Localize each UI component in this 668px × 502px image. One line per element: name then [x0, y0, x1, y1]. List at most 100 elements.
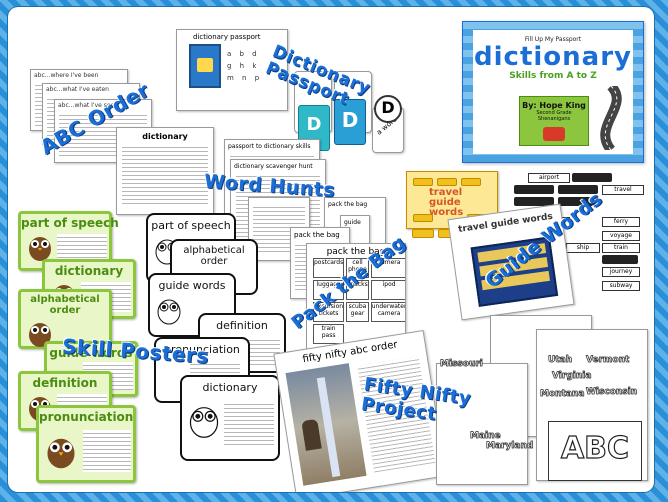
state-name: Utah: [548, 355, 573, 366]
pack-word: snacks: [346, 280, 369, 300]
word-pill: [413, 214, 433, 222]
fifty-nifty-state-sheets: Missouri Utah Vermont Virginia Wisconsin…: [436, 313, 648, 487]
poster-title: dictionary: [54, 264, 124, 278]
guide-word-card: train: [602, 243, 640, 253]
bw-poster-6: dictionary: [180, 375, 280, 461]
pack-word: train pass: [313, 324, 345, 344]
poster-title: alphabetical order: [30, 294, 100, 316]
passport-booklet-image: [189, 44, 221, 88]
word-pill: [437, 178, 457, 186]
collage-canvas: abc...where I've been abc...what I've ea…: [8, 7, 654, 492]
passport-stamp: D: [341, 108, 359, 132]
poster-text: [224, 401, 274, 445]
dark-card: [514, 185, 554, 194]
state-name: Missouri: [440, 359, 484, 370]
road-illustration: [600, 86, 622, 150]
passport-emblem: [197, 58, 213, 72]
dark-card: [558, 197, 598, 206]
cover-author-sub: Second Grade Shenanigans: [536, 110, 572, 122]
car-illustration: [543, 127, 565, 141]
state-sheet: [436, 363, 528, 485]
pack-word: cell phone: [346, 258, 369, 278]
cover-kicker: Fill Up My Passport: [524, 36, 582, 43]
poster-title: part of speech: [21, 216, 119, 230]
dark-card: [558, 185, 598, 194]
word-hunt-title: passport to dictionary skills: [228, 143, 311, 150]
student-figure: [301, 418, 322, 451]
guide-word-cards: airport travel cruise ferry voyage ship …: [506, 171, 648, 311]
word-pill: [412, 229, 434, 238]
abc-doc-title: dictionary: [142, 132, 188, 141]
state-name: Maryland: [486, 441, 534, 452]
cover-author-box: By: Hope King Second Grade Shenanigans: [519, 96, 589, 146]
abc-order-document: dictionary: [116, 127, 214, 215]
guide-word-card: ferry: [602, 217, 640, 227]
word-pill: [461, 178, 481, 186]
abc-sheet-title: abc...what I've eaten: [46, 86, 109, 93]
poster-title: definition: [32, 376, 98, 390]
poster-title: guide words: [49, 346, 133, 360]
poster-title: guide words: [158, 279, 226, 292]
pack-word: luggage: [313, 280, 345, 300]
cover-panel: Fill Up My Passport dictionary Skills fr…: [473, 30, 633, 154]
state-name: Virginia: [552, 371, 592, 382]
cover-author: By: Hope King: [522, 101, 586, 110]
abc-sheet-title: abc...where I've been: [34, 72, 99, 79]
guide-word-card: travel: [602, 185, 644, 195]
state-name: Montana: [540, 389, 585, 400]
dark-card: [572, 173, 612, 182]
pack-sheet-title: pack the bag: [294, 231, 340, 239]
passport-header: dictionary passport: [193, 33, 261, 41]
poster-title: pronunciation: [164, 343, 240, 356]
classroom-photo: [285, 363, 367, 486]
passport-stamp-circle: D: [374, 95, 402, 123]
cover-subtitle: Skills from A to Z: [509, 71, 597, 81]
owl-icon: [47, 438, 75, 469]
guide-word-card: journey: [602, 267, 640, 277]
fifty-nifty-abc-card: ABC: [548, 421, 642, 481]
poster-title: alphabetical order: [183, 245, 245, 267]
word-hunt-title: dictionary scavenger hunt: [234, 163, 313, 170]
guide-word-card: airport: [528, 173, 570, 183]
pack-sheet-title: pack the bag: [328, 201, 368, 208]
pack-word: ipod: [370, 280, 405, 300]
pack-word: postcards: [313, 258, 345, 278]
owl-icon: [189, 407, 219, 438]
hallway-strip: [316, 377, 341, 478]
state-name: Maine: [470, 431, 501, 442]
product-cover: Fill Up My Passport dictionary Skills fr…: [462, 21, 644, 163]
poster-title: part of speech: [151, 219, 231, 232]
guide-tag-label: guide: [344, 219, 361, 226]
owl-icon: [29, 237, 51, 261]
owl-icon: [157, 299, 181, 325]
poster-text: [83, 430, 131, 472]
guide-word-card: subway: [602, 281, 640, 291]
word-pill: [413, 178, 433, 186]
pack-header: pack the bag: [326, 247, 386, 257]
pack-word: excursion tickets: [313, 302, 345, 322]
doc-text-lines: [122, 144, 208, 206]
pack-word: camera: [370, 258, 405, 278]
dark-card: [602, 255, 638, 264]
green-poster-6: pronunciation: [36, 405, 136, 483]
passport-cover-teal-2: D: [334, 99, 366, 145]
travel-sign: travel guide words: [429, 187, 464, 218]
pack-word-grid: postcards cell phone camera luggage snac…: [313, 258, 405, 362]
abc-card-letters: ABC: [560, 430, 630, 466]
poster-title: definition: [216, 319, 268, 332]
passport-stamp: D: [381, 98, 395, 117]
poster-title: pronunciation: [39, 410, 134, 424]
abc-sheet-title: abc...what I've seen: [58, 102, 119, 109]
cover-title: dictionary: [474, 42, 632, 72]
pack-word: scuba gear: [346, 302, 369, 322]
state-name: Wisconsin: [586, 387, 638, 398]
poster-title: dictionary: [202, 381, 258, 394]
guide-word-card: ship: [566, 243, 600, 253]
passport-stamp: D: [306, 114, 322, 135]
state-name: Vermont: [586, 355, 630, 366]
guide-word-card: voyage: [602, 231, 640, 241]
dark-card: [514, 197, 554, 206]
pack-word: underwater camera: [370, 302, 405, 322]
